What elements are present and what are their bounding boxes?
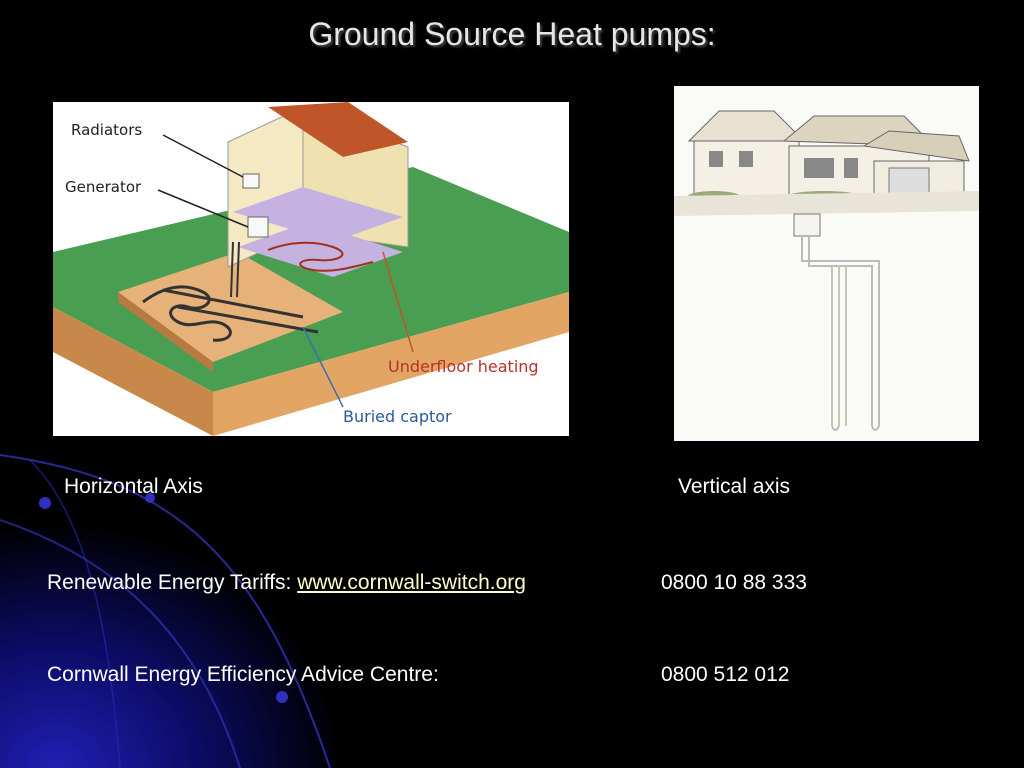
- caption-vertical-axis: Vertical axis: [678, 475, 791, 498]
- advice-centre-phone: 0800 512 012: [661, 663, 790, 686]
- horizontal-loop-diagram: Radiators Generator Underfloor heating B…: [53, 102, 569, 436]
- advice-centre-label: Cornwall Energy Efficiency Advice Centre…: [47, 663, 439, 686]
- caption-horizontal-axis: Horizontal Axis: [64, 475, 203, 498]
- label-generator: Generator: [65, 178, 142, 196]
- slide-title: Ground Source Heat pumps:: [308, 16, 716, 52]
- label-radiators: Radiators: [71, 121, 142, 139]
- tariffs-line: Renewable Energy Tariffs: www.cornwall-s…: [47, 571, 526, 595]
- tariffs-label: Renewable Energy Tariffs:: [47, 571, 292, 594]
- label-buried-captor: Buried captor: [343, 407, 452, 426]
- cornwall-switch-link[interactable]: www.cornwall-switch.org: [297, 571, 526, 594]
- vertical-borehole-diagram: [674, 86, 979, 441]
- tariffs-phone: 0800 10 88 333: [661, 571, 807, 594]
- label-underfloor-heating: Underfloor heating: [388, 357, 539, 376]
